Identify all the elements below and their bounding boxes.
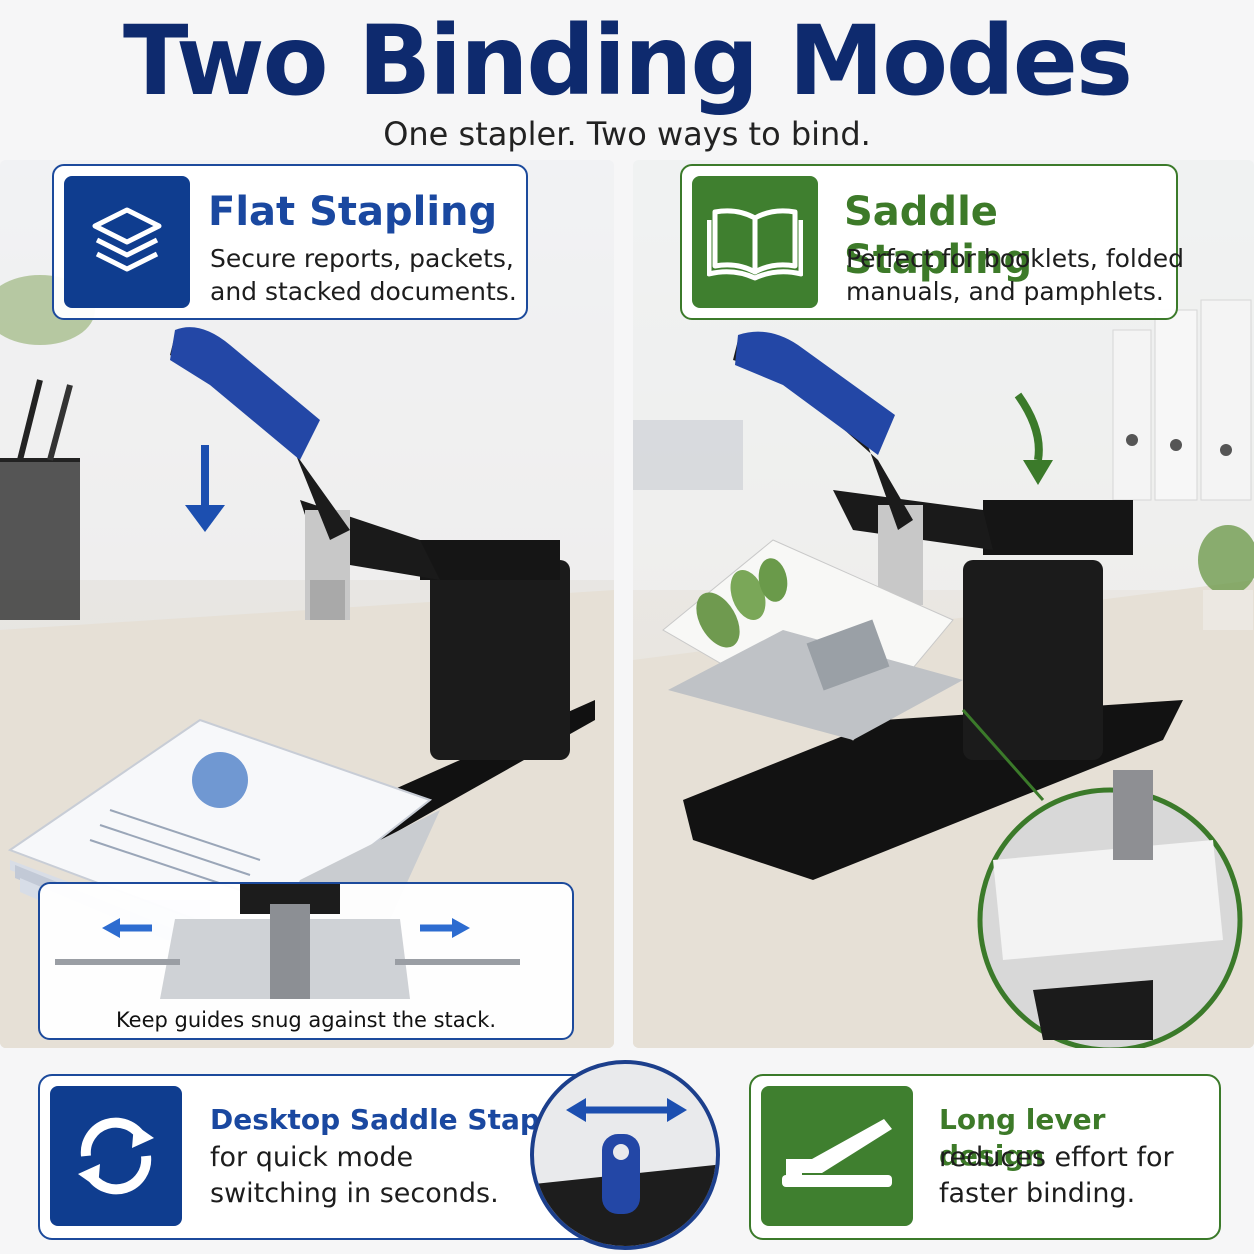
open-book-icon: [692, 176, 818, 308]
desktop-saddle-description: for quick mode switching in seconds.: [210, 1142, 499, 1209]
binders: [1112, 299, 1252, 501]
flat-stapling-title: Flat Stapling: [208, 189, 498, 235]
double-arrow-icon: [566, 1098, 687, 1122]
down-arrow-icon: [185, 445, 225, 532]
page-subtitle: One stapler. Two ways to bind.: [383, 115, 871, 153]
flat-stapling-panel: Flat Stapling Secure reports, packets, a…: [0, 160, 614, 1048]
stapler-lever-icon: [761, 1086, 913, 1226]
long-lever-description: reduces effort for faster binding.: [939, 1142, 1174, 1209]
saddle-stapling-description: Perfect for booklets, folded manuals, an…: [846, 244, 1184, 306]
flat-stapling-card: Flat Stapling Secure reports, packets, a…: [52, 164, 528, 320]
saddle-stapling-panel: Saddle Stapling Perfect for booklets, fo…: [633, 160, 1254, 1048]
page-title: Two Binding Modes: [123, 5, 1133, 117]
rotate-arrows-icon: [50, 1086, 182, 1226]
guides-caption: Keep guides snug against the stack.: [115, 1008, 497, 1032]
arrow-left-icon: [102, 918, 152, 938]
guides-inset: Keep guides snug against the stack.: [38, 882, 574, 1040]
long-lever-card: Long lever design reduces effort for fas…: [749, 1074, 1221, 1240]
guides-illustration: [55, 884, 520, 999]
saddle-stapling-card: Saddle Stapling Perfect for booklets, fo…: [680, 164, 1184, 320]
arrow-right-icon: [420, 918, 470, 938]
flat-stapling-description: Secure reports, packets, and stacked doc…: [210, 244, 517, 306]
booklet: [662, 539, 963, 741]
curved-down-arrow-icon: [1014, 392, 1053, 485]
desktop-saddle-title: Desktop Saddle Stapler: [210, 1103, 583, 1136]
saddle-stapling-title: Saddle Stapling: [844, 189, 1033, 283]
desktop-saddle-card: Desktop Saddle Stapler for quick mode sw…: [38, 1074, 598, 1240]
staple-closeup-magnifier: [961, 709, 1243, 1048]
long-lever-title: Long lever design: [939, 1103, 1106, 1172]
stacked-layers-icon: [64, 176, 190, 308]
mode-switch-closeup: [530, 1060, 720, 1250]
